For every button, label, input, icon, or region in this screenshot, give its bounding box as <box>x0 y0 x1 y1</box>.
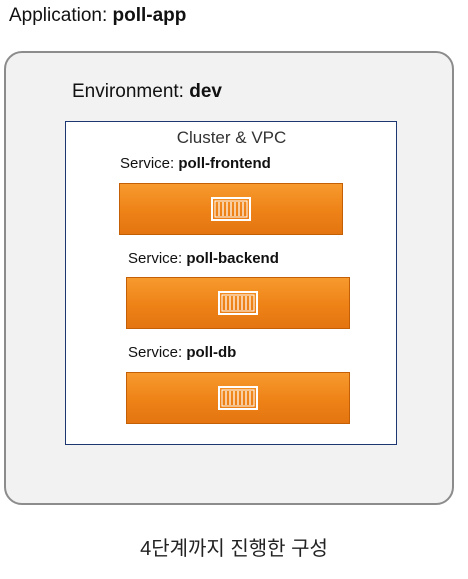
service-box-db <box>126 372 350 424</box>
service-name: poll-frontend <box>178 155 271 172</box>
service-prefix: Service: <box>128 344 187 361</box>
application-prefix: Application: <box>9 5 113 26</box>
service-label-backend: Service: poll-backend <box>128 249 279 269</box>
service-name: poll-backend <box>186 250 279 267</box>
environment-label: Environment: dev <box>72 80 222 104</box>
environment-name: dev <box>189 81 222 102</box>
environment-prefix: Environment: <box>72 81 190 102</box>
diagram-caption: 4단계까지 진행한 구성 <box>140 538 328 560</box>
container-icon <box>211 197 251 221</box>
service-label-db: Service: poll-db <box>128 343 236 363</box>
service-name: poll-db <box>186 344 237 361</box>
cluster-title: Cluster & VPC <box>176 128 287 147</box>
service-prefix: Service: <box>120 155 179 172</box>
application-name: poll-app <box>112 5 187 26</box>
service-label-frontend: Service: poll-frontend <box>120 154 271 174</box>
service-prefix: Service: <box>128 250 187 267</box>
container-icon <box>218 386 258 410</box>
service-box-backend <box>126 277 350 329</box>
application-label: Application: poll-app <box>9 4 186 28</box>
service-box-frontend <box>119 183 343 235</box>
container-icon <box>218 291 258 315</box>
